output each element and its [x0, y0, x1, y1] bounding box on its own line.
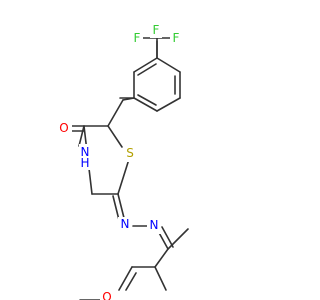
imine-nitrogen-label: N — [121, 217, 130, 231]
ring-hydrogen-label: H — [80, 156, 89, 170]
sulfur-label: S — [126, 146, 134, 160]
fluorine-left-label: F — [134, 31, 141, 45]
atom-label-layer: F F F O S N H N N O — [58, 23, 182, 300]
hydrazone-nitrogen-label: N — [150, 218, 159, 232]
methoxy-oxygen-label: O — [102, 290, 111, 300]
fluorine-right-label: F — [173, 31, 180, 45]
molecule-diagram: F F F O S N H N N O — [58, 23, 189, 300]
fluorine-top-label: F — [153, 23, 160, 37]
carbonyl-oxygen-label: O — [59, 121, 68, 135]
ring-nitrogen-label: N — [81, 145, 90, 159]
